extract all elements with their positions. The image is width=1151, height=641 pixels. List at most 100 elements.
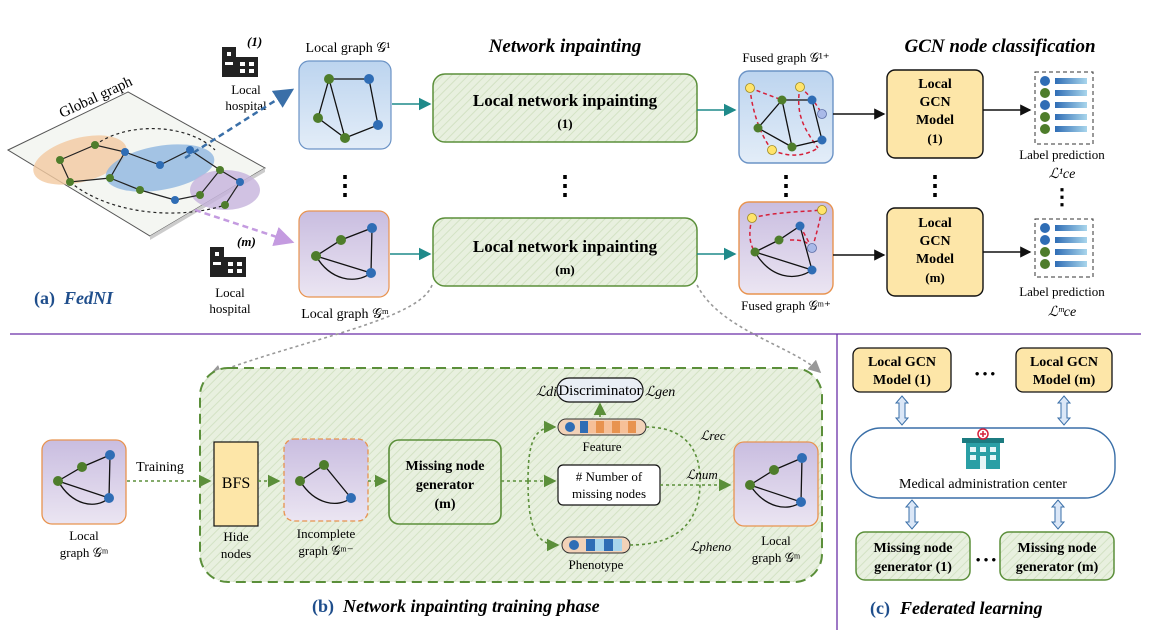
hospital-bottom-icon [210,247,246,277]
inpaint-top-line1: Local network inpainting [473,91,658,110]
training-label: Training [136,460,184,475]
discriminator-box [556,377,644,403]
fl-gcn-m-box [1015,347,1113,393]
fl-double-arrows [894,395,1072,530]
hide-nodes-2: nodes [221,546,251,561]
inpaint-bottom-line2: (m) [555,262,575,277]
gcn-bottom-line1: Local [918,216,952,231]
gcn-bottom-line2: GCN [919,234,950,249]
gcn-title: GCN node classification [904,36,1095,57]
phenotype-vector [561,536,631,554]
panel-b-name: Network inpainting training phase [342,596,600,616]
training-local-left-1: Local [69,528,99,543]
loss-num: ℒnum [686,467,718,482]
zoom-arrow-left [208,284,433,377]
loss-dis: ℒdis [536,385,563,400]
bfs-label: BFS [222,475,250,492]
label-prediction-bottom-icon [1034,218,1094,278]
bfs-box [213,441,259,527]
hospital-top-label-2: hospital [225,98,267,113]
number-line2: missing nodes [572,486,646,501]
label-prediction-bottom: Label prediction [1019,284,1105,299]
training-local-graph-right [733,441,819,527]
fused-vertical-ellipsis: ⋮ [773,171,799,200]
loss-pheno: ℒpheno [690,539,732,554]
fused-graph-top [738,70,834,164]
training-local-right-2: graph 𝒢ᵐ [752,550,801,565]
incomplete-1: Incomplete [297,526,356,541]
incomplete-graph [283,438,369,522]
hospital-bottom-index: (m) [237,234,256,249]
generator-line2: generator [416,478,474,493]
network-inpainting-title: Network inpainting [488,36,642,57]
local-network-inpainting-top-box [432,73,698,143]
incomplete-2: graph 𝒢ᵐ⁻ [298,543,353,558]
fused-bottom-label: Fused graph 𝒢ᵐ⁺ [741,298,831,313]
training-phase-container [199,367,823,583]
panel-c-prefix: (c) [870,598,890,619]
branch-to-feature [527,420,557,482]
local-graph-bottom [298,210,390,298]
branch-to-phenotype [527,480,560,552]
hospital-top-index: (1) [247,34,262,49]
hospital-bottom-label-2: hospital [209,301,251,316]
fl-gen-m-line2: generator (m) [1016,560,1099,575]
fl-gen-1-box [855,531,971,581]
panel-a-prefix: (a) [34,288,55,309]
prediction-vertical-ellipsis: ⋮ [1051,184,1073,209]
loss-rec: ℒrec [700,428,726,443]
fl-gen-m-line1: Missing node [1018,541,1097,556]
loss-ce-bottom: ℒᵐce [1048,305,1076,320]
panel-a-name: FedNI [63,288,114,308]
inpaint-bottom-line1: Local network inpainting [473,237,658,256]
generator-line1: Missing node [406,459,485,474]
local-graph-vertical-ellipsis: ⋮ [332,171,358,200]
panel-b-prefix: (b) [312,596,334,617]
local-graph-bottom-label: Local graph 𝒢ᵐ [301,307,389,322]
fused-graph-bottom [738,201,834,295]
fl-bottom-ellipsis: • • • [976,552,997,567]
fl-gcn-1-line1: Local GCN [868,355,936,370]
fl-gen-1-line2: generator (1) [874,560,952,575]
gcn-vertical-ellipsis: ⋮ [922,171,948,200]
local-network-inpainting-bottom-box [432,217,698,287]
hospital-top-label-1: Local [231,82,261,97]
gcn-top-line2: GCN [919,95,950,110]
fl-gcn-m-line2: Model (m) [1033,373,1096,388]
gcn-top-line3: Model [916,113,954,128]
fl-gcn-1-line2: Model (1) [873,373,931,388]
fl-gcn-1-box [852,347,952,393]
fl-gen-m-box [999,531,1115,581]
zoom-arrow-right [696,284,822,374]
medical-building-icon [962,428,1004,469]
hide-nodes-1: Hide [223,529,249,544]
training-local-right-1: Local [761,533,791,548]
panel-c-name: Federated learning [899,598,1043,618]
discriminator-label: Discriminator [558,383,641,399]
loss-ce-top: ℒ¹ce [1049,167,1076,182]
fl-gcn-m-line1: Local GCN [1030,355,1098,370]
hospital-top-icon [222,47,258,77]
inpaint-top-line2: (1) [557,116,572,131]
gcn-bottom-line3: Model [916,252,954,267]
fused-top-label: Fused graph 𝒢¹⁺ [742,50,829,65]
hospital-bottom-label-1: Local [215,285,245,300]
merge-phenotype [629,480,701,546]
label-prediction-top-icon [1034,71,1094,145]
training-local-graph-left [41,439,127,525]
feature-vector [557,418,647,436]
training-local-left-2: graph 𝒢ᵐ [60,545,109,560]
label-prediction-top: Label prediction [1019,147,1105,162]
global-to-local-bottom-arrow [194,208,295,247]
phenotype-label: Phenotype [569,557,624,572]
local-graph-top [298,60,392,150]
merge-feature [645,426,701,482]
local-graph-top-label: Local graph 𝒢¹ [306,41,391,56]
generator-line3: (m) [435,497,456,512]
gcn-bottom-line4: (m) [925,270,945,285]
global-to-local-top-arrow [184,88,295,160]
inpaint-vertical-ellipsis: ⋮ [552,171,578,200]
gcn-top-line1: Local [918,77,952,92]
gcn-top-line4: (1) [927,131,942,146]
